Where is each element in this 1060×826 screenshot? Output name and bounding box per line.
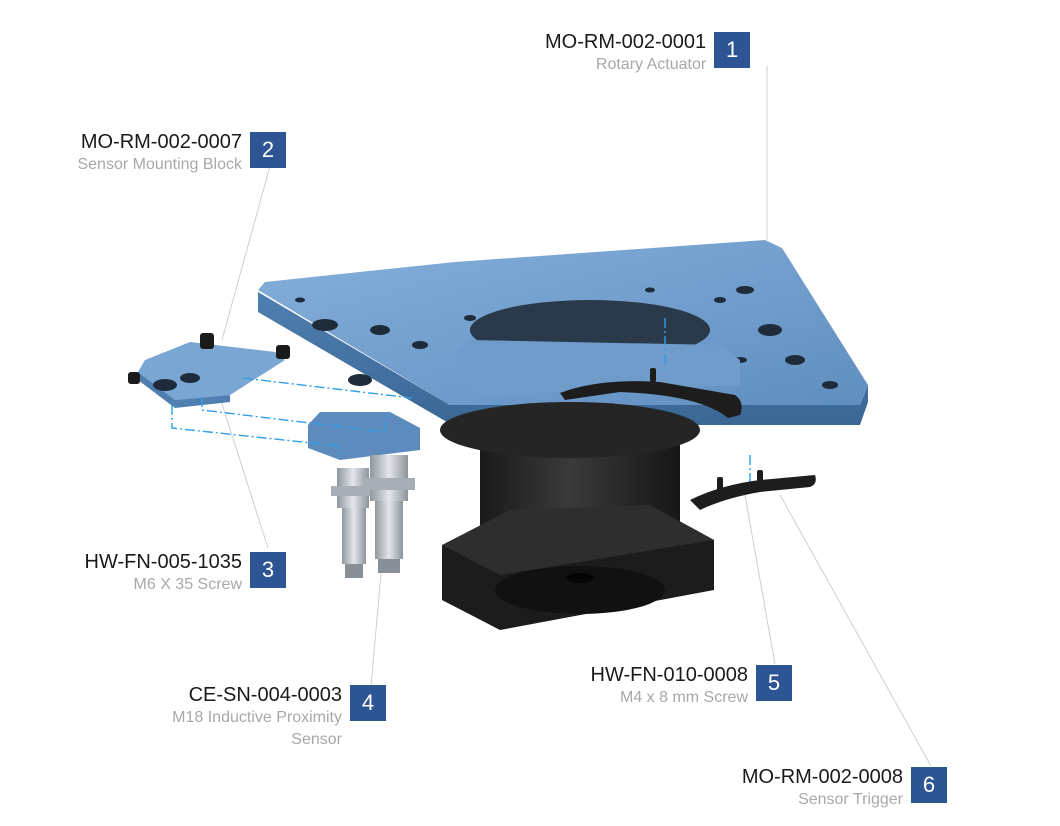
part-number-5: HW-FN-010-0008 (590, 664, 748, 686)
part-number-2: MO-RM-002-0007 (80, 131, 242, 153)
part-description-3: M6 X 35 Screw (133, 576, 242, 593)
plate-side (258, 292, 868, 425)
callout-2: MO-RM-002-0007 Sensor Mounting Block 2 (40, 130, 286, 176)
callout-3: HW-FN-005-1035 M6 X 35 Screw 3 (40, 550, 286, 596)
sensor-trigger (560, 368, 816, 510)
part-number-3: HW-FN-005-1035 (84, 551, 242, 573)
leader-line-6 (779, 494, 932, 767)
rotary-actuator-plate (258, 240, 868, 425)
callout-4: CE-SN-004-0003 M18 Inductive Proximity S… (120, 683, 386, 751)
inductive-proximity-sensors (331, 455, 415, 578)
callout-1: MO-RM-002-0001 Rotary Actuator 1 (545, 30, 751, 76)
part-description-5: M4 x 8 mm Screw (619, 689, 748, 706)
motor-flange-top (442, 505, 714, 575)
leader-lines (207, 66, 932, 767)
callout-5: HW-FN-010-0008 M4 x 8 mm Screw 5 (560, 663, 792, 709)
part-description-6: Sensor Trigger (798, 791, 903, 808)
callout-badge-5: 5 (756, 665, 792, 701)
callout-6: MO-RM-002-0008 Sensor Trigger 6 (700, 765, 947, 811)
part-number-6: MO-RM-002-0008 (741, 766, 903, 788)
callout-badge-6: 6 (911, 767, 947, 803)
callout-badge-3: 3 (250, 552, 286, 588)
leader-line-2 (221, 165, 271, 341)
rotary-actuator-body (440, 402, 714, 630)
part-description-1: Rotary Actuator (595, 56, 707, 73)
assembly-lines (171, 318, 751, 485)
part-description-4: M18 Inductive Proximity Sensor (172, 709, 342, 748)
screw-head (200, 333, 214, 349)
part-number-1: MO-RM-002-0001 (545, 31, 707, 53)
sensor-mounting-block (128, 333, 290, 408)
part-description-2: Sensor Mounting Block (77, 156, 242, 173)
callout-badge-1: 1 (714, 32, 751, 68)
callout-badge-2: 2 (250, 132, 286, 168)
part-number-4: CE-SN-004-0003 (188, 684, 342, 706)
leader-line-5 (744, 494, 776, 665)
actuator-mount-block (308, 340, 740, 460)
callout-badge-4: 4 (350, 685, 386, 721)
